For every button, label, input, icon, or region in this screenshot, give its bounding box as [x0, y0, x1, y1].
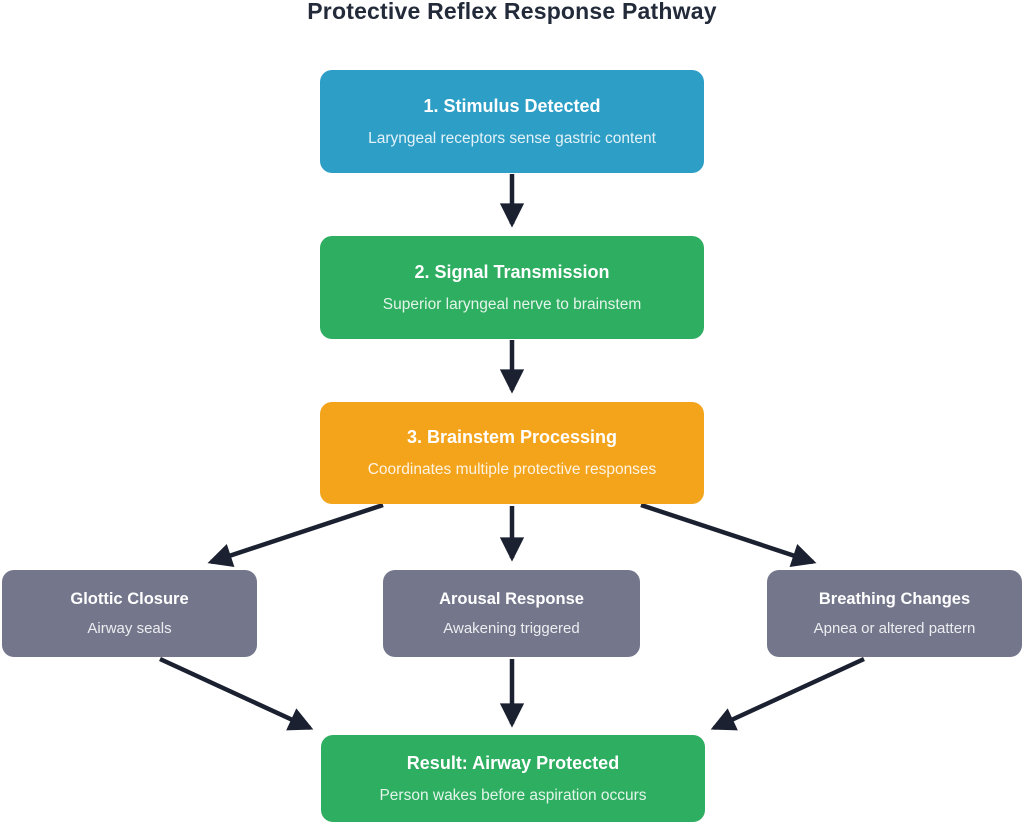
- arrow-glottic-closure-to-result: [159, 656, 314, 731]
- node-stimulus-detected: 1. Stimulus Detected Laryngeal receptors…: [320, 70, 704, 173]
- node-stimulus-detected-subtitle: Laryngeal receptors sense gastric conten…: [368, 129, 656, 147]
- node-brainstem-processing-subtitle: Coordinates multiple protective response…: [367, 461, 657, 478]
- node-glottic-closure: Glottic Closure Airway seals: [2, 570, 257, 657]
- node-result-airway-protected: Result: Airway Protected Person wakes be…: [321, 735, 705, 822]
- node-glottic-closure-title: Glottic Closure: [70, 590, 189, 608]
- node-breathing-changes-subtitle: Apnea or altered pattern: [813, 620, 976, 637]
- arrow-step3-to-breathing-changes: [640, 502, 817, 568]
- node-signal-transmission: 2. Signal Transmission Superior laryngea…: [320, 236, 704, 339]
- node-brainstem-processing: 3. Brainstem Processing Coordinates mult…: [320, 402, 704, 504]
- node-breathing-changes: Breathing Changes Apnea or altered patte…: [767, 570, 1022, 657]
- node-arousal-response: Arousal Response Awakening triggered: [383, 570, 640, 657]
- diagram-title: Protective Reflex Response Pathway: [307, 0, 717, 24]
- arrow-breathing-changes-to-result: [710, 656, 865, 731]
- node-arousal-response-subtitle: Awakening triggered: [443, 620, 580, 637]
- arrow-step3-to-glottic-closure: [207, 502, 384, 568]
- node-arousal-response-title: Arousal Response: [439, 590, 584, 608]
- node-stimulus-detected-title: 1. Stimulus Detected: [423, 95, 601, 116]
- node-signal-transmission-subtitle: Superior laryngeal nerve to brainstem: [382, 295, 642, 313]
- node-breathing-changes-title: Breathing Changes: [818, 590, 971, 608]
- node-result-title: Result: Airway Protected: [406, 752, 620, 773]
- node-brainstem-processing-title: 3. Brainstem Processing: [406, 427, 618, 447]
- node-signal-transmission-title: 2. Signal Transmission: [414, 261, 610, 282]
- node-result-subtitle: Person wakes before aspiration occurs: [379, 786, 647, 804]
- node-glottic-closure-subtitle: Airway seals: [87, 620, 172, 637]
